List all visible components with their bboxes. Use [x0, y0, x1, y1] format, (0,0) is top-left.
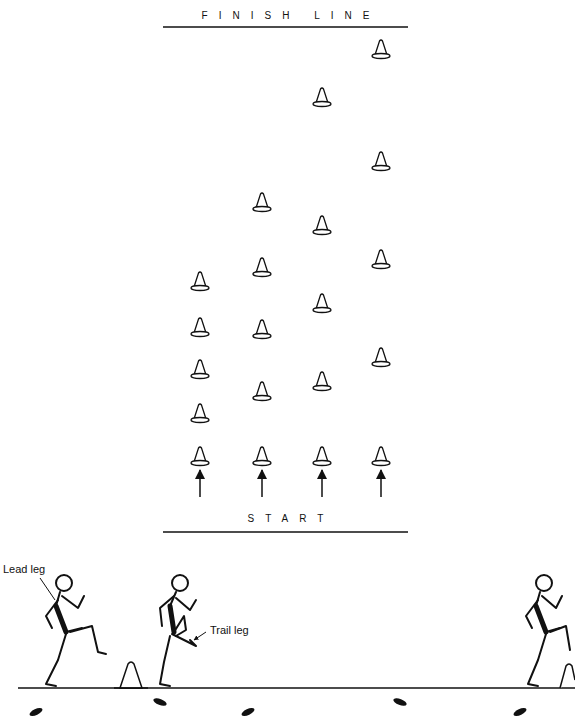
finish-label: FINISH LINE: [202, 10, 381, 21]
start-label: START: [248, 513, 335, 524]
footprint-group: [28, 697, 527, 718]
cone: [313, 294, 331, 313]
direction-arrow: [199, 470, 201, 497]
cone: [313, 372, 331, 391]
leader-line: [194, 632, 206, 640]
runner-figure: [526, 575, 570, 686]
cone: [253, 258, 271, 277]
direction-arrow: [380, 470, 382, 497]
cone: [253, 193, 271, 212]
runner-figure: [160, 575, 196, 686]
callout-label: Trail leg: [210, 624, 249, 636]
cone: [372, 348, 390, 367]
cone: [191, 447, 209, 466]
finish-line: [163, 26, 408, 28]
ground-line: [18, 687, 575, 689]
ground-cone: [560, 664, 575, 688]
direction-arrow: [321, 470, 323, 497]
cone: [191, 272, 209, 291]
cone-group: [191, 40, 390, 466]
start-label: START: [248, 513, 335, 524]
cone: [253, 382, 271, 401]
start-line: [163, 531, 408, 533]
cone: [253, 447, 271, 466]
cone: [191, 404, 209, 423]
runner-figure: [46, 575, 106, 686]
cone: [253, 320, 271, 339]
callout-label: Lead leg: [3, 563, 45, 575]
finish-label: FINISH LINE: [202, 10, 381, 21]
cone: [191, 318, 209, 337]
ground-cone: [114, 662, 148, 688]
leader-line: [40, 578, 55, 600]
cone: [313, 447, 331, 466]
cone: [372, 447, 390, 466]
direction-arrow: [261, 470, 263, 497]
cone: [191, 360, 209, 379]
cone: [372, 152, 390, 171]
cone: [372, 40, 390, 59]
arrow-group: [200, 470, 381, 497]
cone: [372, 250, 390, 269]
cone: [313, 216, 331, 235]
cone: [313, 88, 331, 107]
callout-label: Trail leg: [210, 624, 249, 636]
callout-label: Lead leg: [3, 563, 45, 575]
